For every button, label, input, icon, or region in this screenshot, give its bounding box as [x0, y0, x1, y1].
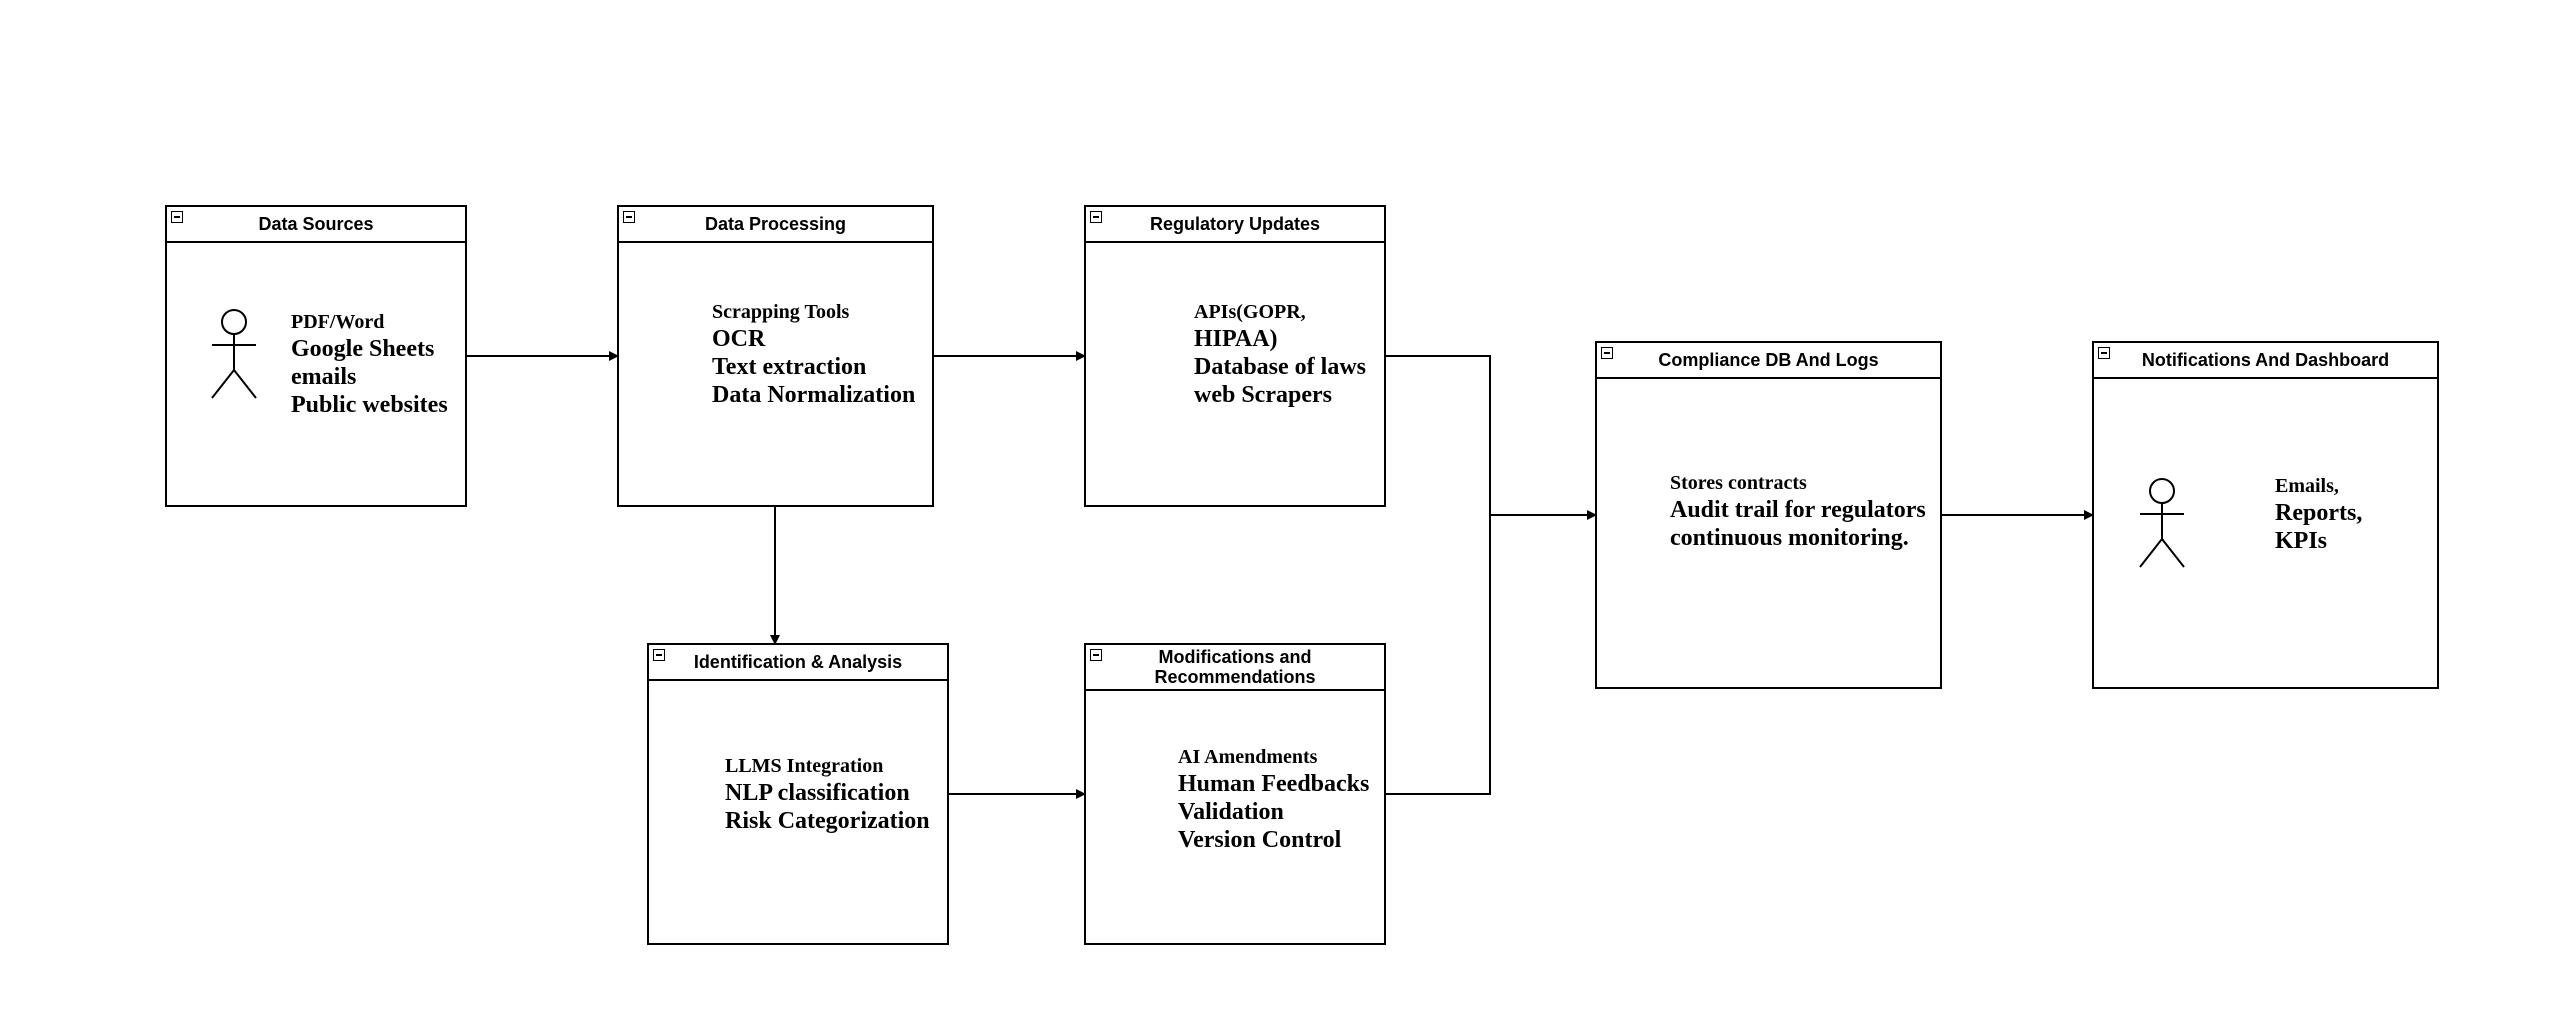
- identification-analysis-line: Risk Categorization: [725, 808, 930, 834]
- modifications-line: Validation: [1178, 799, 1284, 825]
- data-sources-line: Google Sheets: [291, 336, 435, 362]
- collapse-minus-icon[interactable]: [171, 211, 183, 223]
- data-sources-content: PDF/Word Google Sheets emails Public web…: [291, 309, 448, 419]
- identification-analysis-line: NLP classification: [725, 780, 910, 806]
- data-processing-box[interactable]: Data Processing Scrapping Tools OCR Text…: [617, 205, 934, 507]
- compliance-db-header: Compliance DB And Logs: [1597, 343, 1940, 379]
- modifications-content: AI Amendments Human Feedbacks Validation…: [1178, 744, 1369, 854]
- stick-figure-actor-icon: [2139, 478, 2185, 568]
- compliance-db-title: Compliance DB And Logs: [1658, 350, 1879, 370]
- identification-analysis-box[interactable]: Identification & Analysis LLMS Integrati…: [647, 643, 949, 945]
- connector-regulatory-to-merge: [1385, 355, 1491, 515]
- regulatory-updates-line: HIPAA): [1194, 326, 1278, 352]
- data-processing-line: Data Normalization: [712, 382, 916, 408]
- modifications-line: Human Feedbacks: [1178, 771, 1370, 797]
- stick-figure-actor-icon: [211, 309, 257, 399]
- notifications-content: Emails, Reports, KPIs: [2275, 473, 2362, 555]
- identification-analysis-lead: LLMS Integration: [725, 755, 884, 777]
- data-sources-lead: PDF/Word: [291, 311, 385, 333]
- data-sources-line: emails: [291, 364, 357, 390]
- collapse-minus-icon[interactable]: [653, 649, 665, 661]
- data-processing-line: OCR: [712, 326, 766, 352]
- compliance-db-line: Audit trail for regulators: [1670, 497, 1926, 523]
- identification-analysis-title: Identification & Analysis: [693, 652, 903, 672]
- collapse-minus-icon[interactable]: [623, 211, 635, 223]
- identification-analysis-content: LLMS Integration NLP classification Risk…: [725, 753, 930, 835]
- data-processing-lead: Scrapping Tools: [712, 301, 850, 323]
- modifications-box[interactable]: Modifications and Recommendations AI Ame…: [1084, 643, 1386, 945]
- data-processing-line: Text extraction: [712, 354, 867, 380]
- compliance-db-line: continuous monitoring.: [1670, 525, 1909, 551]
- data-sources-header: Data Sources: [167, 207, 465, 243]
- connector-modifications-to-merge: [1385, 515, 1491, 795]
- modifications-title-line1: Modifications and: [1158, 647, 1312, 667]
- modifications-header: Modifications and Recommendations: [1086, 645, 1384, 691]
- regulatory-updates-title: Regulatory Updates: [1149, 214, 1321, 234]
- modifications-line: Version Control: [1178, 827, 1342, 853]
- notifications-lead: Emails,: [2275, 475, 2339, 497]
- compliance-db-lead: Stores contracts: [1670, 472, 1807, 494]
- modifications-lead: AI Amendments: [1178, 746, 1318, 768]
- regulatory-updates-line: web Scrapers: [1194, 382, 1332, 408]
- modifications-title-line2: Recommendations: [1154, 667, 1316, 687]
- compliance-db-content: Stores contracts Audit trail for regulat…: [1670, 470, 1926, 552]
- data-sources-box[interactable]: Data Sources PDF/Word Google Sheets emai…: [165, 205, 467, 507]
- notifications-title: Notifications And Dashboard: [2141, 350, 2390, 370]
- regulatory-updates-box[interactable]: Regulatory Updates APIs(GOPR, HIPAA) Dat…: [1084, 205, 1386, 507]
- collapse-minus-icon[interactable]: [2098, 347, 2110, 359]
- notifications-line: Reports,: [2275, 500, 2363, 526]
- identification-analysis-header: Identification & Analysis: [649, 645, 947, 681]
- notifications-header: Notifications And Dashboard: [2094, 343, 2437, 379]
- data-sources-title: Data Sources: [258, 214, 374, 234]
- data-sources-line: Public websites: [291, 392, 448, 418]
- collapse-minus-icon[interactable]: [1090, 211, 1102, 223]
- notifications-box[interactable]: Notifications And Dashboard Emails, Repo…: [2092, 341, 2439, 689]
- regulatory-updates-content: APIs(GOPR, HIPAA) Database of laws web S…: [1194, 299, 1366, 409]
- regulatory-updates-header: Regulatory Updates: [1086, 207, 1384, 243]
- collapse-minus-icon[interactable]: [1090, 649, 1102, 661]
- notifications-line: KPIs: [2275, 528, 2328, 554]
- data-processing-content: Scrapping Tools OCR Text extraction Data…: [712, 299, 915, 409]
- data-processing-header: Data Processing: [619, 207, 932, 243]
- collapse-minus-icon[interactable]: [1601, 347, 1613, 359]
- data-processing-title: Data Processing: [704, 214, 847, 234]
- regulatory-updates-line: Database of laws: [1194, 354, 1366, 380]
- regulatory-updates-lead: APIs(GOPR,: [1194, 301, 1306, 323]
- compliance-db-box[interactable]: Compliance DB And Logs Stores contracts …: [1595, 341, 1942, 689]
